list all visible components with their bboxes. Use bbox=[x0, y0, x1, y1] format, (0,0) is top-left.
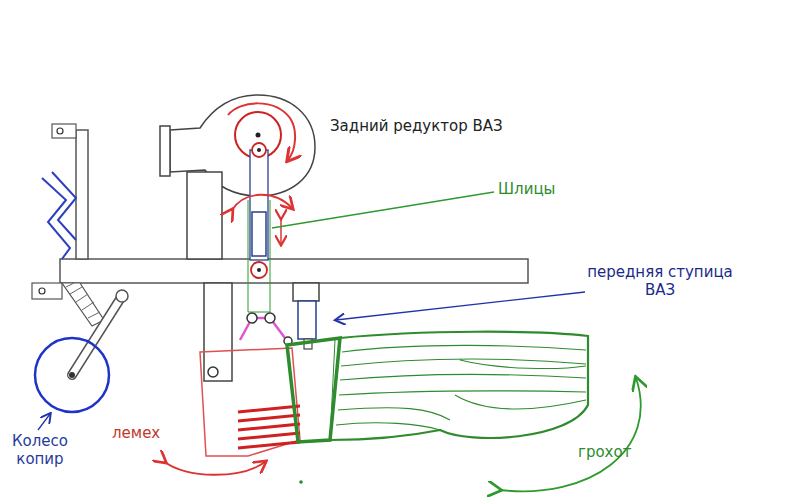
part-label: Колесо копир bbox=[4, 432, 76, 468]
plow-share bbox=[200, 348, 300, 456]
plow-holder bbox=[204, 283, 232, 381]
frame-beam bbox=[60, 259, 528, 283]
shaft bbox=[250, 150, 268, 260]
bracket bbox=[32, 283, 62, 299]
copy-wheel bbox=[35, 338, 109, 412]
splines bbox=[252, 212, 266, 256]
part-label: лемех bbox=[112, 424, 182, 442]
leader-line bbox=[38, 414, 50, 430]
leader-line bbox=[272, 192, 494, 228]
part-label: грохот bbox=[578, 443, 668, 461]
upright bbox=[76, 130, 88, 259]
part-label: Задний редуктор ВАЗ bbox=[330, 117, 590, 135]
bracket bbox=[52, 124, 76, 138]
post bbox=[187, 172, 222, 259]
part-label: передняя ступица ВАЗ bbox=[585, 263, 735, 299]
front-hub bbox=[293, 283, 319, 301]
sieve bbox=[287, 338, 340, 442]
hitch-link bbox=[42, 172, 76, 259]
leader-line bbox=[336, 292, 585, 320]
part-label: Шлицы bbox=[498, 180, 588, 198]
